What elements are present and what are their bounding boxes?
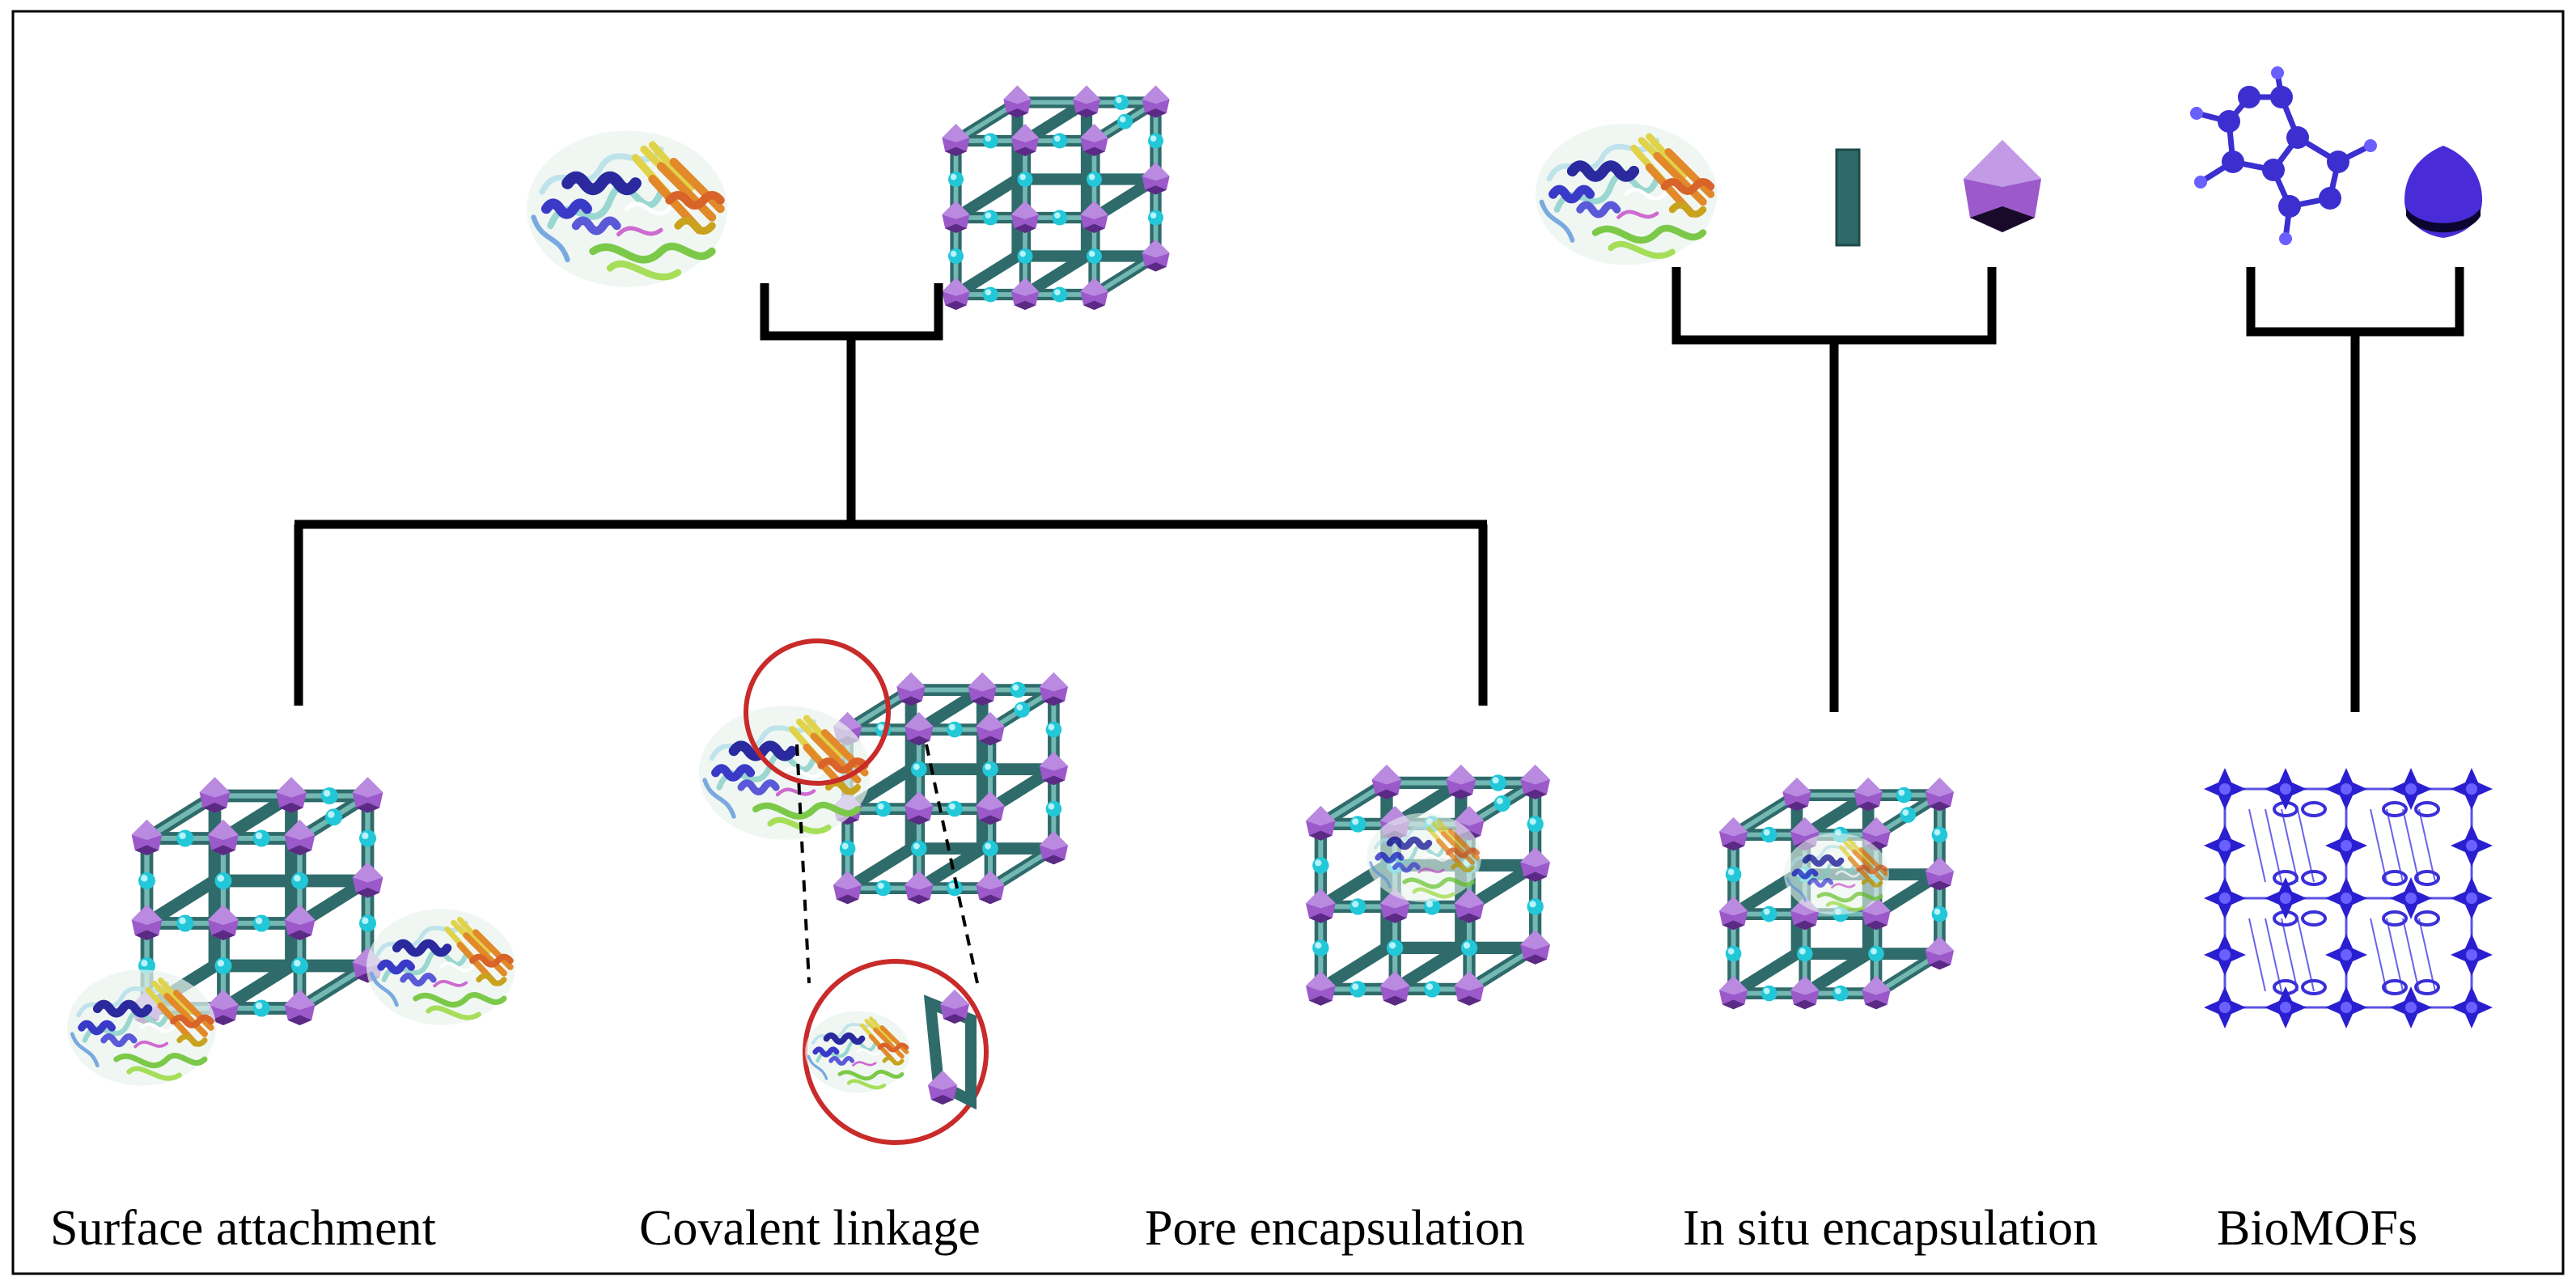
insitu-enzyme-icon: [1536, 124, 1717, 265]
label-biomofs: BioMOFs: [2217, 1201, 2417, 1256]
biomof-framework-icon: [2204, 768, 2493, 1028]
covalent-linkage-mof: [833, 672, 1068, 904]
metal-node-octahedron-icon: [1964, 140, 2041, 232]
pore-encapsulated-enzyme: [1366, 813, 1481, 902]
surface-attachment-enzyme-right: [366, 909, 515, 1025]
top-mof-icon: [942, 86, 1169, 310]
zoom-guide-lines: [795, 744, 979, 984]
surface-attachment-enzyme-left: [67, 969, 216, 1086]
label-pore-encapsulation: Pore encapsulation: [1145, 1201, 1525, 1256]
biomolecule-ball-stick-icon: [2190, 66, 2377, 245]
connector-lines: [294, 267, 2464, 712]
label-surface-attachment: Surface attachment: [50, 1201, 436, 1256]
top-enzyme-icon: [527, 130, 727, 286]
insitu-encapsulated-enzyme: [1784, 833, 1889, 914]
figure-border: [11, 10, 2565, 1275]
biomof-metal-node-icon: [2404, 146, 2482, 238]
covalent-bond-highlight-circle: [744, 638, 891, 786]
label-in-situ-encapsulation: In situ encapsulation: [1683, 1201, 2098, 1256]
organic-linker-rod-icon: [1835, 148, 1861, 247]
label-covalent-linkage: Covalent linkage: [639, 1201, 981, 1256]
covalent-bond-zoom-inset: [805, 959, 989, 1145]
